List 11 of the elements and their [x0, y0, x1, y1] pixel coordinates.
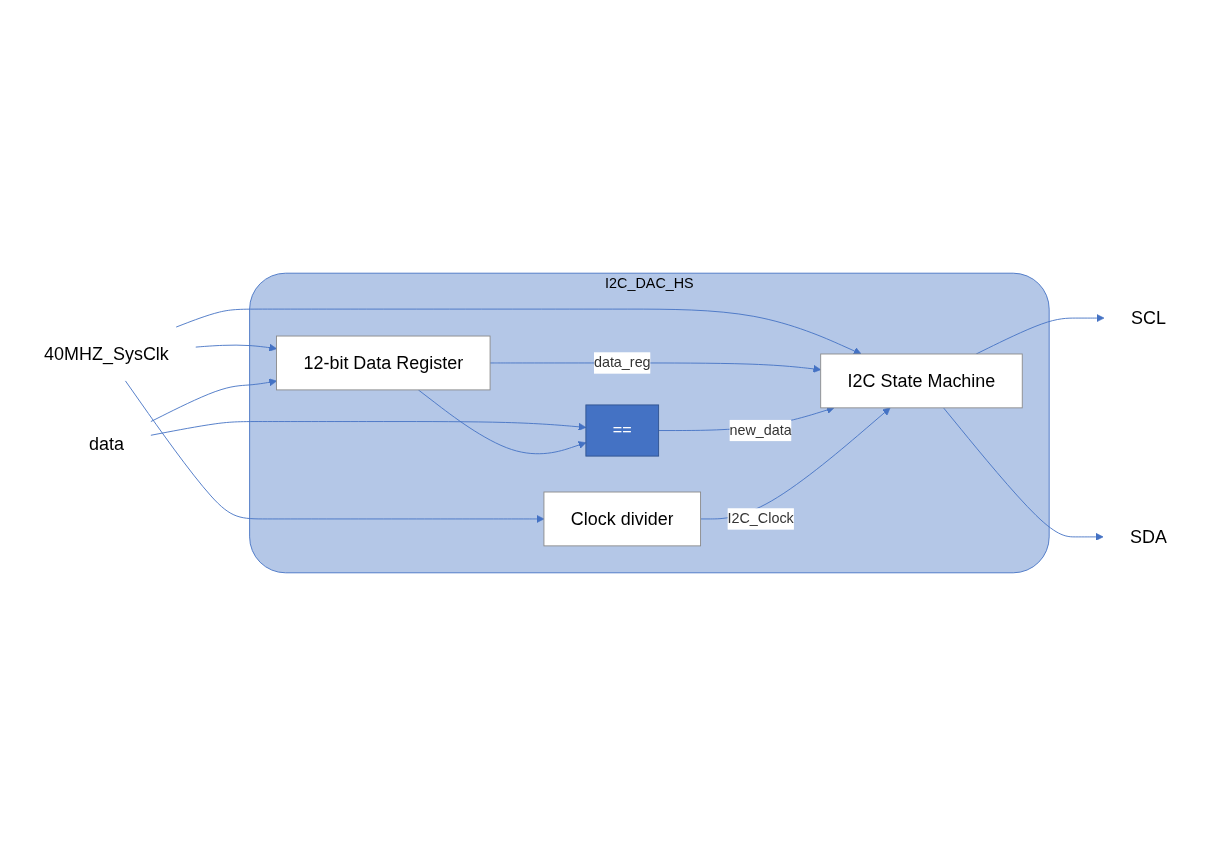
node-text: 40MHZ_SysClk — [44, 344, 169, 364]
node-box: Clock divider — [543, 491, 702, 547]
node-box: == — [585, 404, 660, 457]
node-text: SCL — [1130, 308, 1166, 328]
edge-label: data_reg — [593, 354, 651, 371]
edge-label: I2C_Clock — [727, 510, 794, 527]
node-box: I2C State Machine — [820, 353, 1023, 409]
node-box: 12-bit Data Register — [276, 335, 491, 391]
node-text: SDA — [1129, 527, 1167, 547]
edge-label: new_data — [729, 422, 792, 438]
node-text: data — [88, 433, 124, 454]
